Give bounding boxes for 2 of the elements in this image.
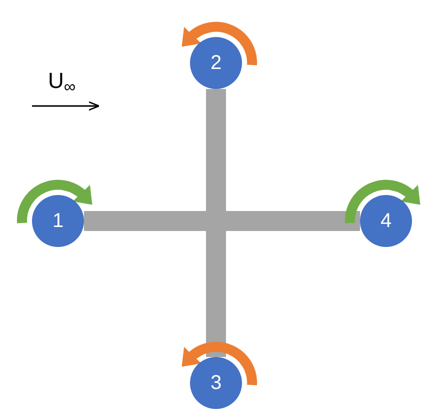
connecting-arm (84, 211, 360, 231)
freestream-velocity-label: U$_{∞}$ (48, 70, 76, 92)
